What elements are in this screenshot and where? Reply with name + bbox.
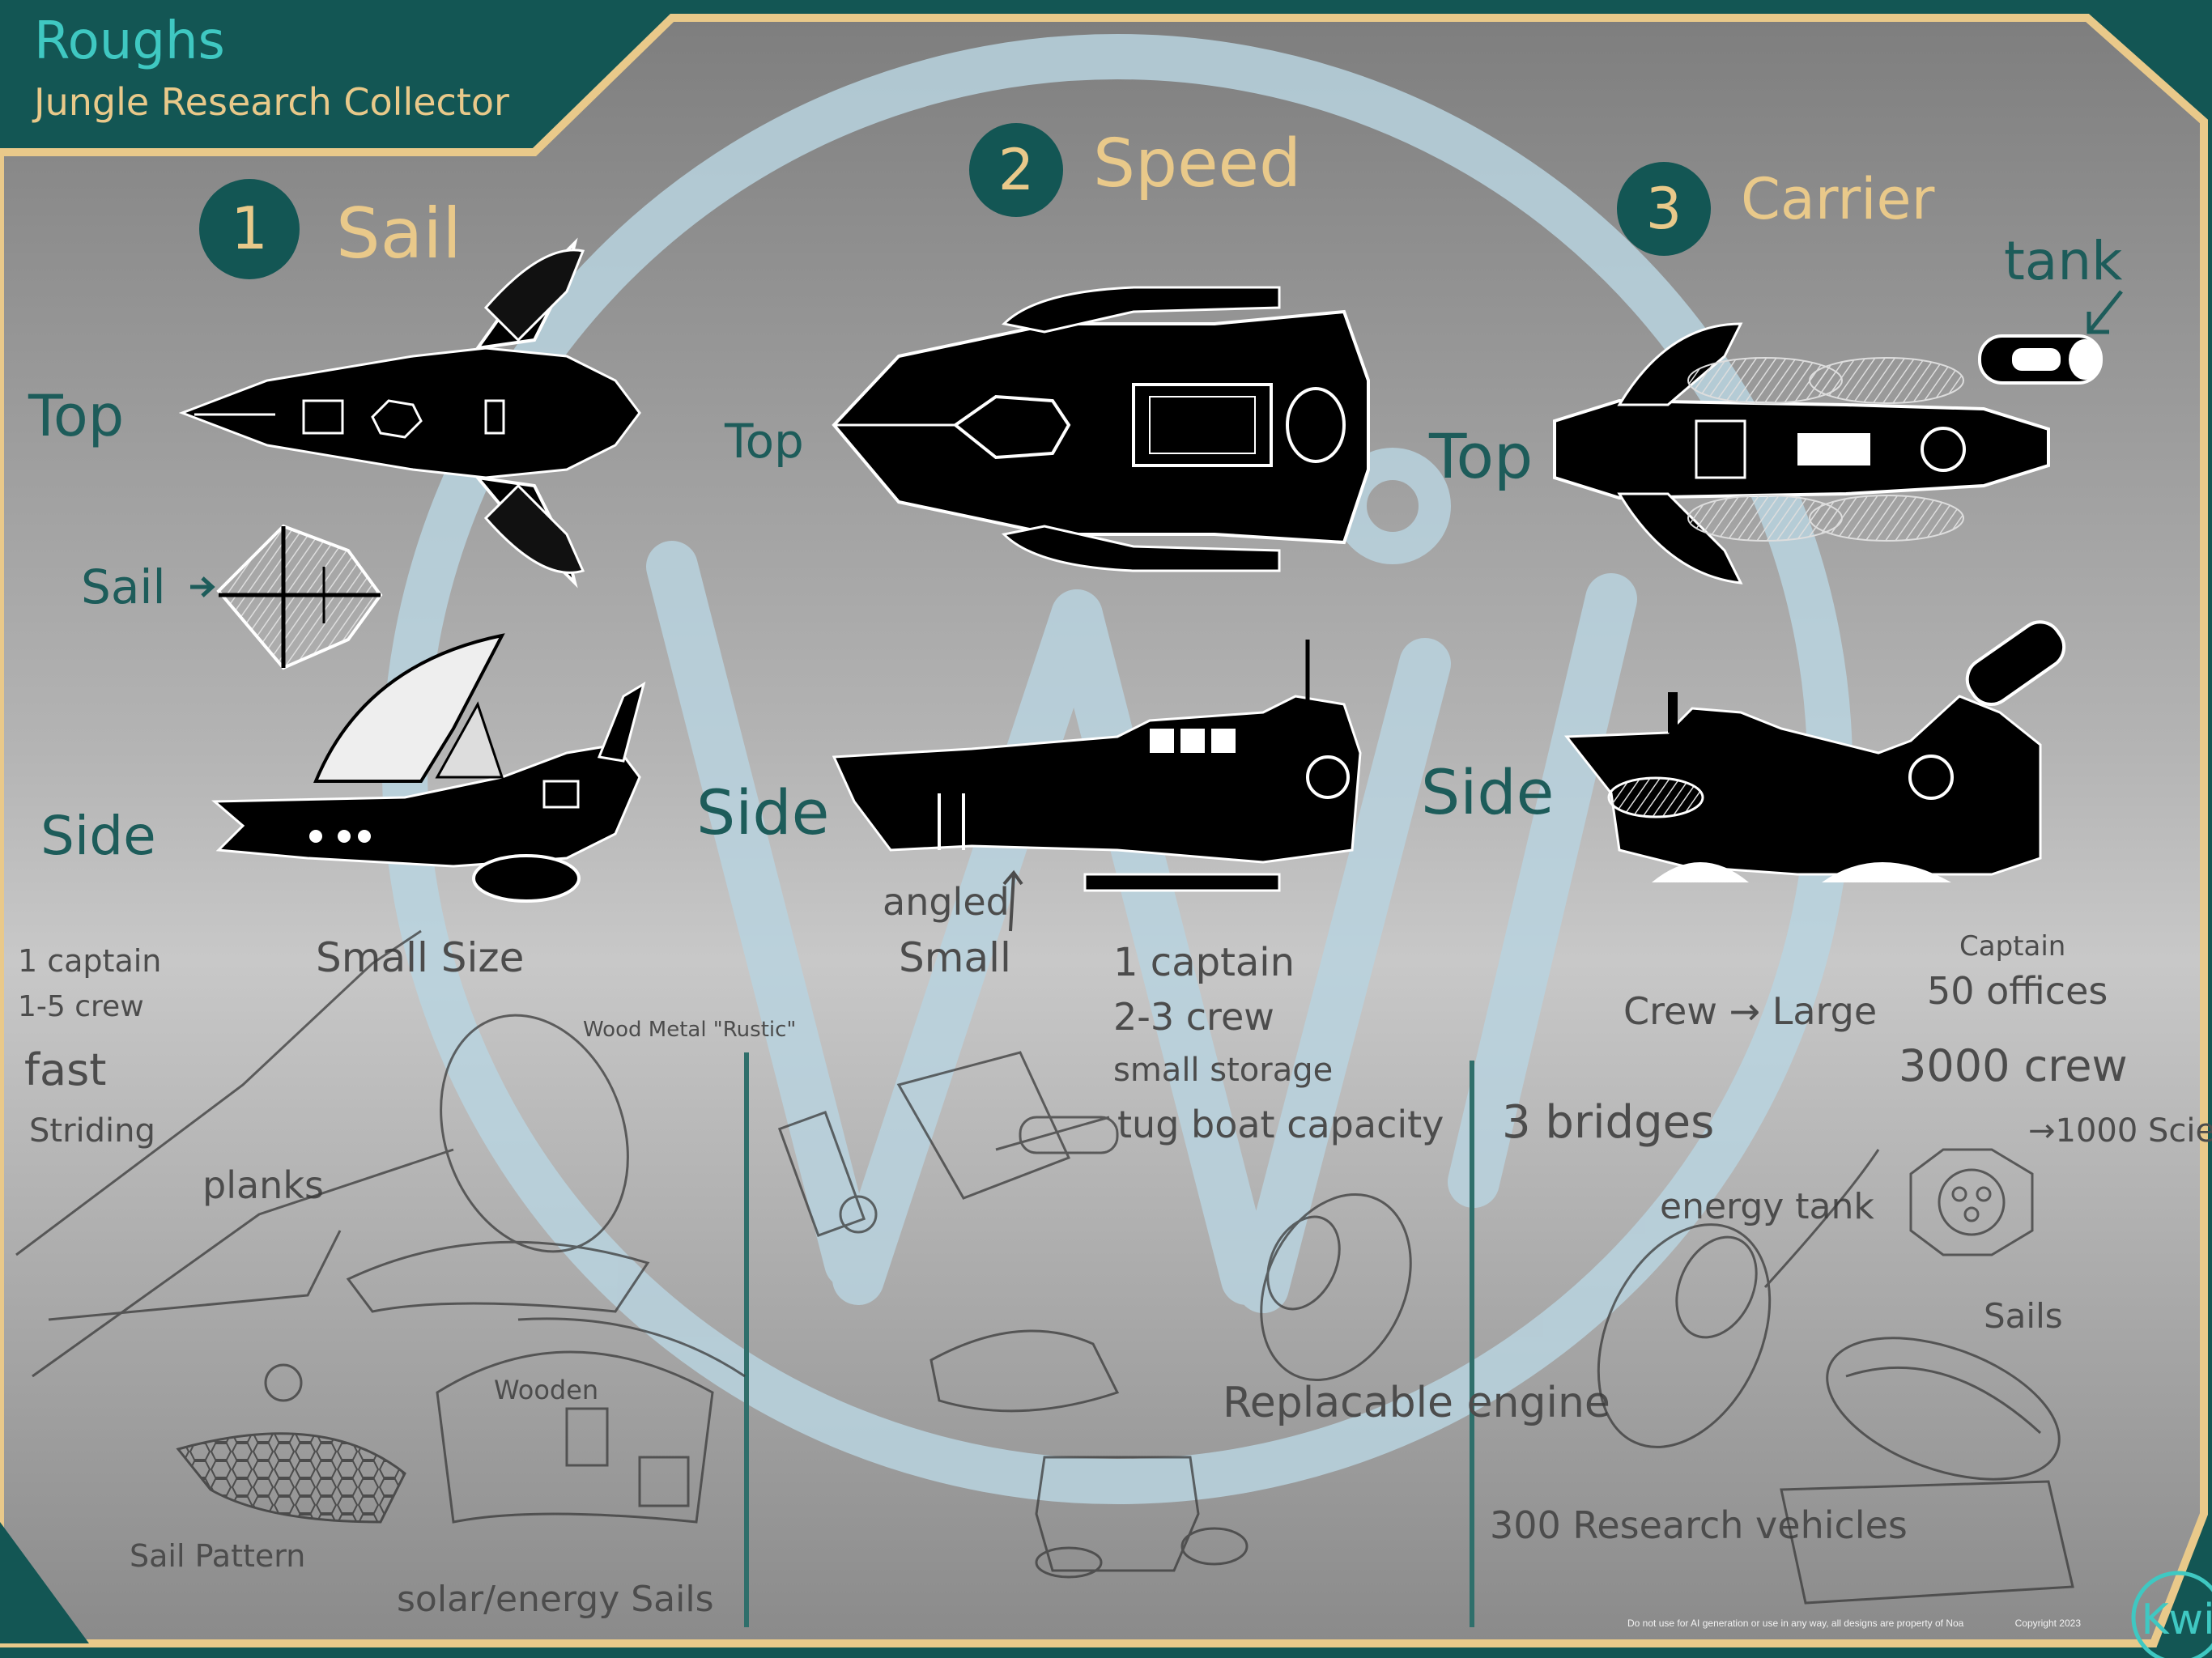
note-crew: 1 captain [18, 943, 161, 979]
note-wooden: Wooden [494, 1375, 598, 1405]
concept-3-heading: 3 Carrier [1617, 162, 1935, 256]
concept-2-number-badge [969, 123, 1063, 217]
concept-2-side-label: Side [696, 776, 829, 848]
concept-1-notes: 1 captain 1-5 crew fast Striding Small S… [18, 934, 796, 1620]
concept-3-top-label: Top [1428, 420, 1533, 492]
note-sail-pattern: Sail Pattern [130, 1538, 305, 1574]
kwi-logo: Kwi [2131, 1571, 2212, 1658]
concept-1-side-label: Side [40, 805, 156, 867]
concept-2-top-label: Top [724, 414, 804, 469]
concept-1-number-badge [199, 179, 300, 279]
note-solar: solar/energy Sails [397, 1579, 714, 1620]
note-speed: fast [24, 1044, 106, 1095]
note-scientists: →1000 Scientists [2028, 1112, 2212, 1150]
concept-1-sketches [15, 929, 746, 1524]
note-crew-large: Crew → Large [1623, 989, 1877, 1033]
concept-3-tank-label: tank [2004, 230, 2123, 292]
concept-2-number: 2 [998, 137, 1035, 203]
note-vehicles: 300 Research vehicles [1490, 1503, 1908, 1547]
ship-1-side-view [211, 633, 646, 903]
ship-3-side-view [1564, 620, 2066, 882]
footer-notice: Do not use for AI generation or use in a… [1627, 1618, 2081, 1635]
concept-2-heading: 2 Speed [969, 123, 1301, 217]
note-tug: tug boat capacity [1117, 1103, 1444, 1146]
concept-3-name: Carrier [1741, 166, 1935, 232]
arrow-up-icon [1002, 869, 1023, 932]
note-materials: Wood Metal "Rustic" [583, 1018, 796, 1042]
note-energy-tank: energy tank [1660, 1186, 1874, 1227]
concept-1-sail-label: Sail [81, 559, 166, 614]
concept-2-name: Speed [1093, 125, 1301, 202]
note-angled: angled [883, 880, 1010, 924]
ship-2-top-view [832, 286, 1370, 572]
concept-1-name: Sail [336, 193, 462, 274]
note-captain: 1 captain [1113, 940, 1295, 985]
sail-diagram [216, 524, 383, 670]
page-subtitle: Jungle Research Collector [32, 80, 509, 124]
ship-3-top-view [1553, 322, 2050, 585]
ship-1-top-view [178, 237, 641, 589]
ship-2-side-view [832, 640, 1362, 892]
note-crew-count: 3000 crew [1899, 1040, 2128, 1091]
note-crew: 2-3 crew [1113, 995, 1274, 1039]
note-captain: Captain [1959, 930, 2065, 963]
concept-1-top-label: Top [28, 383, 124, 449]
note-officers: 50 offices [1927, 969, 2108, 1013]
note-size: Small Size [316, 934, 524, 981]
concept-3-notes: Crew → Large Captain 50 offices 3000 cre… [1490, 930, 2212, 1547]
corner-bottom-left [0, 1522, 89, 1643]
concept-3-number: 3 [1646, 176, 1682, 242]
concept-3-number-badge [1617, 162, 1711, 256]
note-planks: planks [202, 1163, 324, 1207]
concept-3-side-label: Side [1421, 756, 1554, 828]
tank-top-view [1978, 334, 2103, 385]
usage-notice: Do not use for AI generation or use in a… [1627, 1618, 1964, 1629]
concept-3-sketches [1597, 1148, 2074, 1605]
arrow-down-left-icon [2087, 290, 2123, 334]
concept-1-number: 1 [231, 194, 268, 262]
concept-1-heading: 1 Sail [199, 179, 462, 279]
note-crew-count: 1-5 crew [18, 990, 144, 1023]
concept-2-sketches [777, 1051, 1412, 1579]
page-title: Roughs [34, 11, 225, 71]
note-small: Small [899, 934, 1011, 981]
concept-2-notes: angled Small 1 captain 2-3 crew small st… [883, 880, 1610, 1427]
note-storage: small storage [1113, 1052, 1333, 1089]
note-engine: Replacable engine [1223, 1379, 1610, 1427]
note-sails: Sails [1984, 1296, 2063, 1336]
arrow-icon [190, 576, 215, 597]
copyright-text: Copyright 2023 [2014, 1618, 2081, 1629]
note-bridges: 3 bridges [1502, 1096, 1714, 1149]
kwi-logo-text: Kwi [2141, 1596, 2212, 1644]
note-style: Striding [29, 1112, 155, 1150]
